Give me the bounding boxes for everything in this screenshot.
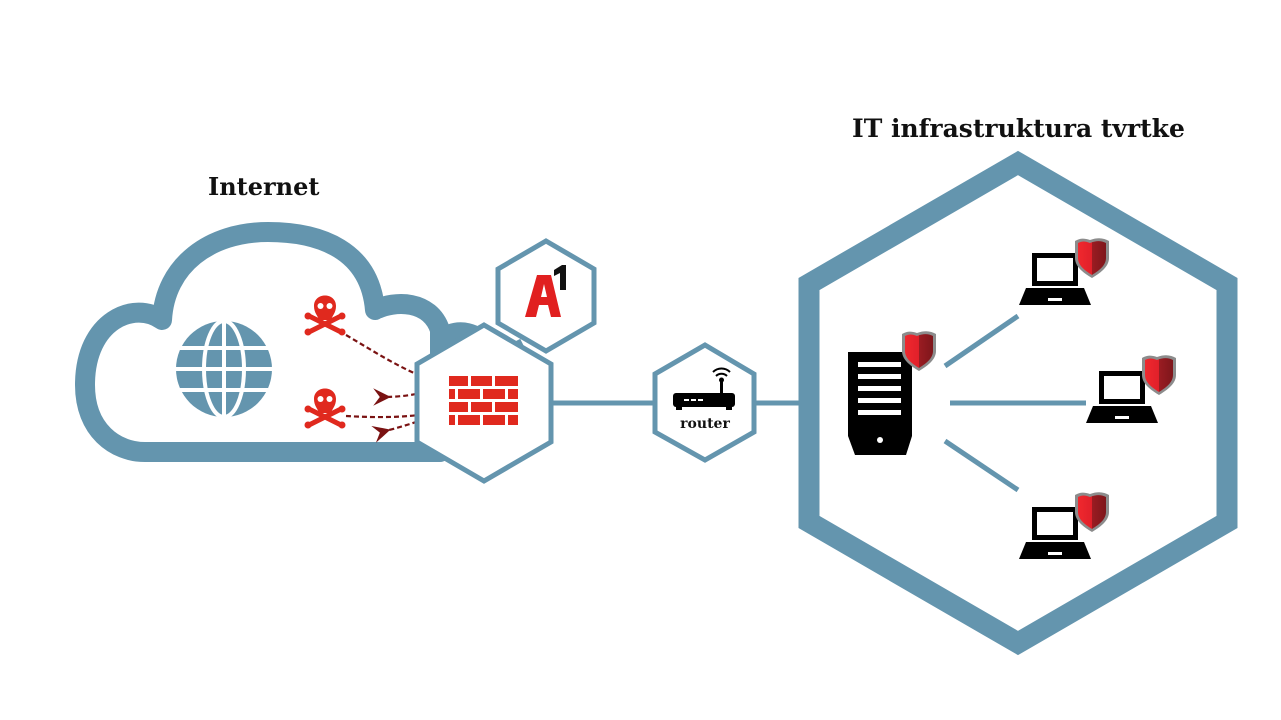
shield-icon xyxy=(1075,238,1109,278)
globe-icon xyxy=(176,319,272,419)
shield-icon xyxy=(1075,492,1109,532)
a1-logo xyxy=(525,265,566,317)
firewall-node xyxy=(414,322,554,484)
skull-crossbones-icon xyxy=(304,295,346,336)
router-label: router xyxy=(680,416,730,432)
company-network-zone xyxy=(798,150,1238,656)
firewall-icon xyxy=(449,376,518,425)
router-icon xyxy=(673,367,735,410)
skull-crossbones-icon xyxy=(304,388,346,429)
shield-icon xyxy=(1142,355,1176,395)
server-icon xyxy=(848,352,912,455)
router-node xyxy=(652,342,757,463)
company-infrastructure-title: IT infrastruktura tvrtke xyxy=(852,114,1185,143)
a1-provider-node xyxy=(495,238,597,354)
internet-title: Internet xyxy=(208,172,320,201)
